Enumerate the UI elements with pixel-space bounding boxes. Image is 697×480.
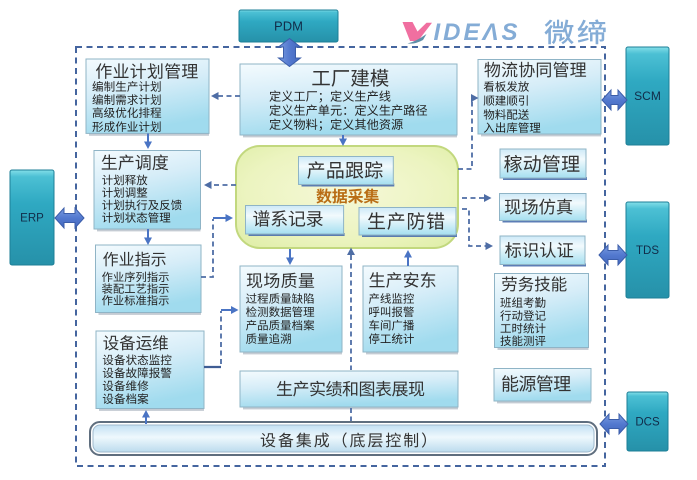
svg-text:DCS: DCS: [635, 417, 660, 429]
svg-text:IDEΛS: IDEΛS: [434, 19, 521, 46]
svg-text:TDS: TDS: [636, 245, 659, 257]
svg-text:ERP: ERP: [20, 213, 44, 225]
svg-text:PDM: PDM: [274, 19, 303, 34]
svg-text:SCM: SCM: [634, 89, 661, 103]
